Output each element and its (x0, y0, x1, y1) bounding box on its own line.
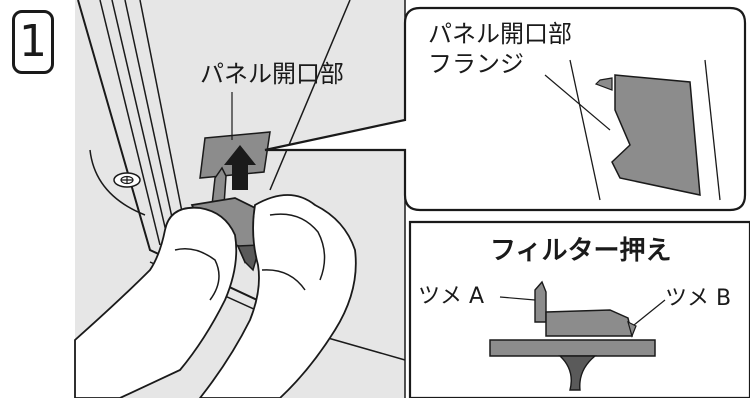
panel-frame-left (77, 0, 301, 321)
panel-rail-4 (139, 0, 187, 233)
callout-filter-holder (611, 74, 701, 196)
filter-holder-claw (211, 166, 227, 206)
callout-label-flange: フランジ (428, 50, 524, 78)
callout-label-panel-opening: パネル開口部 (428, 20, 572, 48)
callout-flange (594, 77, 613, 91)
callout-panel-line-1 (569, 59, 601, 201)
leader-claw-a (499, 296, 536, 301)
panel-rail-2 (111, 0, 169, 241)
hand-right (198, 194, 357, 398)
label-claw-b: ツメ B (665, 286, 732, 311)
side-claw-a (534, 280, 547, 323)
side-claw-b (627, 320, 637, 338)
step-number: 1 (19, 16, 47, 67)
screw-icon (113, 172, 141, 188)
side-base (489, 339, 656, 357)
callout-title-filter-holder: フィルター押え (490, 236, 672, 266)
panel-edge-right (269, 0, 351, 191)
panel-curve (89, 149, 146, 216)
up-arrow-icon (224, 145, 256, 190)
hand-left (74, 206, 238, 398)
hand-right-knuckle (261, 269, 306, 291)
leader-claw-b (633, 299, 666, 326)
side-body (545, 309, 633, 337)
label-claw-a: ツメ A (418, 284, 485, 309)
callout-panel-line-2 (704, 59, 721, 201)
hand-right-finger (269, 213, 326, 281)
step-number-box: 1 (12, 10, 54, 74)
panel-rail-3 (124, 0, 177, 237)
hand-left-finger (174, 248, 220, 301)
panel-rail-1 (99, 0, 161, 246)
label-panel-opening: パネル開口部 (200, 60, 344, 88)
side-stem (558, 355, 597, 391)
leader-flange (544, 74, 611, 131)
